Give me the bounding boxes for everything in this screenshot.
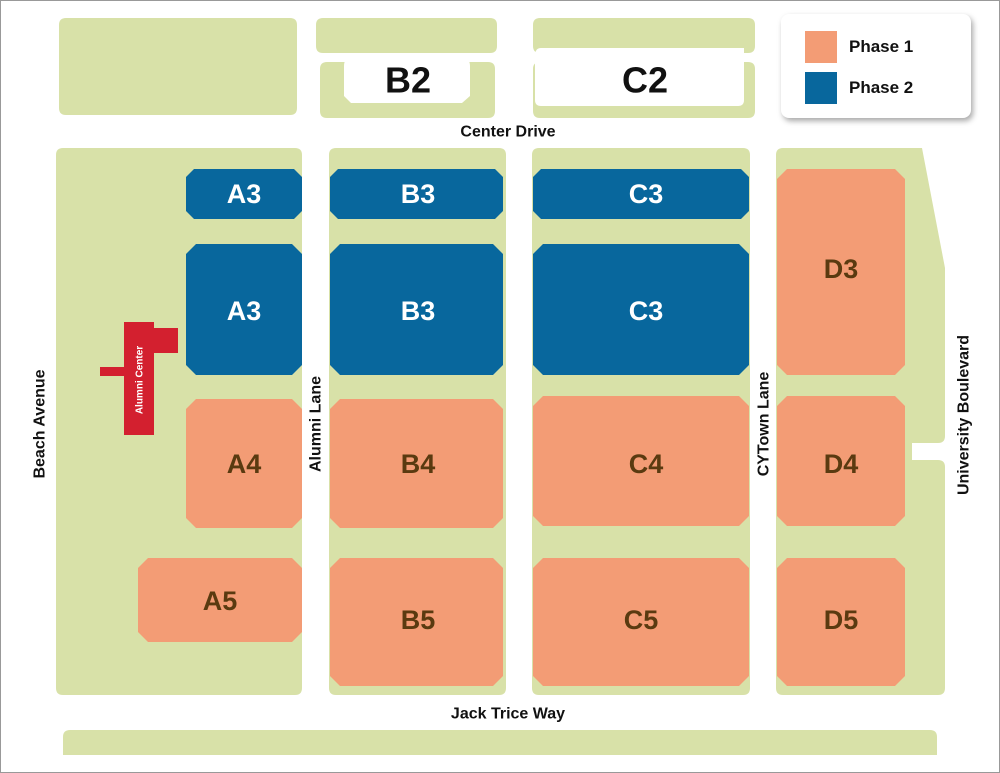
road-jack-trice-way: Jack Trice Way [451, 706, 565, 723]
lot-d5-area[interactable] [777, 558, 905, 686]
road-university-boulevard: University Boulevard [956, 335, 973, 495]
phase1-lots [138, 169, 905, 686]
lot-b3-main-area[interactable] [330, 244, 503, 375]
lot-b3-top-area[interactable] [330, 169, 503, 219]
lot-c2-area[interactable] [535, 48, 744, 106]
legend-swatch-phase2 [805, 72, 837, 104]
lot-b3-top-label: B3 [401, 179, 436, 209]
lot-c4-label: C4 [629, 449, 664, 479]
lot-a3-main-label: A3 [227, 296, 262, 326]
lot-b3-main-label: B3 [401, 296, 436, 326]
grass-block-c2-top [533, 18, 755, 53]
lot-c3-main-label: C3 [629, 296, 664, 326]
lot-a5-area[interactable] [138, 558, 302, 642]
lot-d5-label: D5 [824, 605, 859, 635]
alumni-center-label: Alumni Center [135, 346, 146, 414]
lot-c5-area[interactable] [533, 558, 749, 686]
lot-a3-main-area[interactable] [186, 244, 302, 375]
phase2-lots [186, 169, 749, 375]
grass-block-b2-top [316, 18, 497, 53]
lot-c3-top-area[interactable] [533, 169, 749, 219]
lot-a4-area[interactable] [186, 399, 302, 528]
grass-block-bottom [63, 730, 937, 755]
lot-a3-top-label: A3 [227, 179, 262, 209]
legend-label-phase2: Phase 2 [849, 78, 914, 97]
legend-label-phase1: Phase 1 [849, 37, 914, 56]
lot-c3-main-area[interactable] [533, 244, 749, 375]
lot-a5-label: A5 [203, 586, 238, 616]
lot-d4-area[interactable] [777, 396, 905, 526]
lot-a3-top-area[interactable] [186, 169, 302, 219]
lot-a4-label: A4 [227, 449, 262, 479]
legend-item-phase2: Phase 2 [805, 72, 913, 104]
lot-b5-label: B5 [401, 605, 436, 635]
lot-c4-area[interactable] [533, 396, 749, 526]
lot-c5-label: C5 [624, 605, 659, 635]
lot-b4-area[interactable] [330, 399, 503, 528]
lot-d4-label: D4 [824, 449, 859, 479]
lot-d3-area[interactable] [777, 169, 905, 375]
alumni-center-building[interactable] [100, 322, 178, 435]
lot-c3-top-label: C3 [629, 179, 664, 209]
lot-b4-label: B4 [401, 449, 436, 479]
road-center-drive: Center Drive [460, 124, 555, 141]
lot-b2-area[interactable] [344, 58, 470, 103]
legend: Phase 1 Phase 2 [781, 14, 971, 118]
road-cytown-lane: CYTown Lane [756, 372, 773, 477]
grass-block-top-left [59, 18, 297, 115]
road-beach-avenue: Beach Avenue [32, 369, 49, 478]
lot-c2-label: C2 [622, 60, 668, 101]
legend-swatch-phase1 [805, 31, 837, 63]
lot-d3-label: D3 [824, 254, 859, 284]
lot-b2-label: B2 [385, 60, 431, 101]
legend-item-phase1: Phase 1 [805, 31, 913, 63]
road-alumni-lane: Alumni Lane [308, 376, 325, 472]
lot-b5-area[interactable] [330, 558, 503, 686]
